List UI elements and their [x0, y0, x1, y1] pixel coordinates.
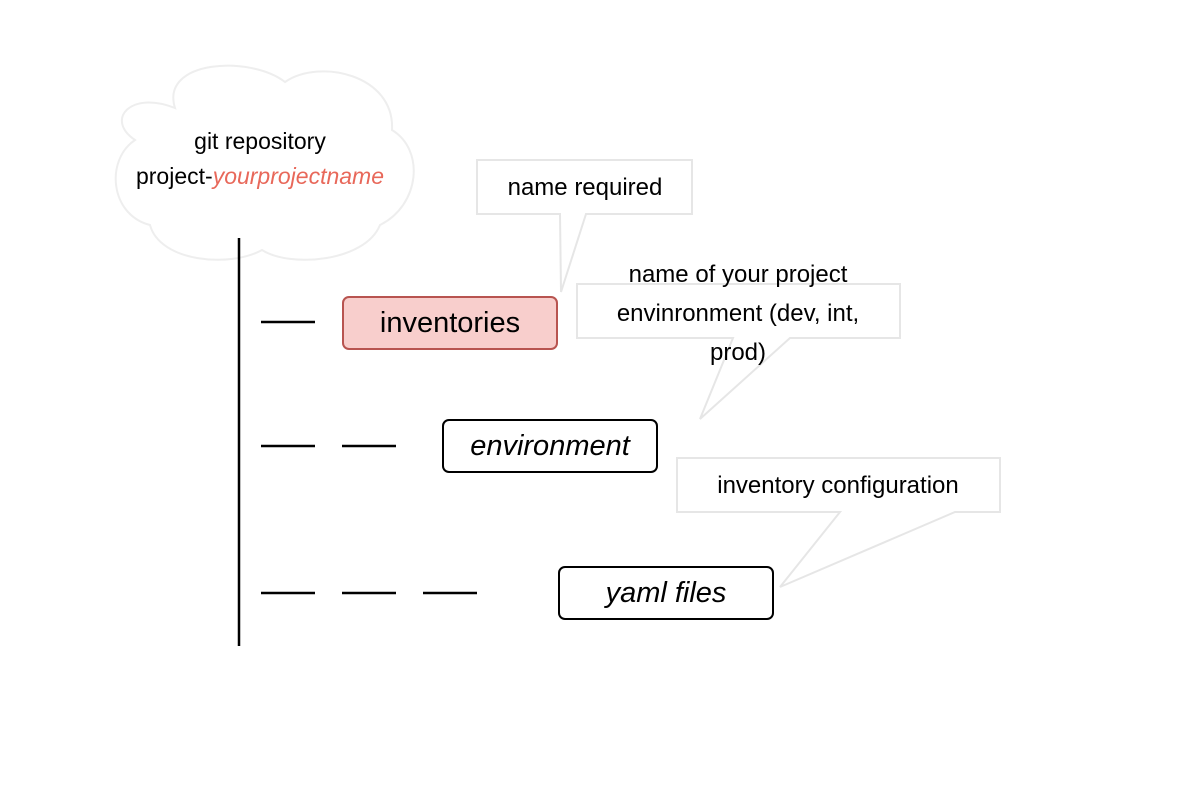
node-environment-label: environment	[470, 429, 630, 462]
repository-project-name: yourprojectname	[212, 163, 384, 189]
callout-env-line3: prod)	[709, 339, 767, 366]
node-environment: environment	[442, 419, 658, 473]
node-yaml-files-label: yaml files	[605, 576, 727, 609]
repository-prefix: project-	[135, 163, 213, 189]
callout-name-required-text: name required	[507, 174, 663, 201]
node-inventories: inventories	[342, 296, 558, 350]
callout-inventory-shape	[676, 457, 1001, 588]
callout-name-required-shape	[476, 159, 693, 293]
repository-label: git repository project-yourprojectname	[100, 124, 420, 194]
callout-inventory-text: inventory configuration	[717, 472, 959, 499]
callout-environment-shape	[576, 283, 901, 420]
repository-line2: project-yourprojectname	[100, 159, 420, 194]
cloud-shape	[114, 64, 415, 261]
callout-environment-text: name of your project envinronment (dev, …	[578, 255, 898, 372]
callout-env-line1: name of your project	[628, 261, 848, 288]
repository-line1: git repository	[194, 128, 326, 154]
node-inventories-label: inventories	[379, 306, 521, 339]
callout-env-line2: envinronment (dev, int,	[616, 300, 860, 327]
node-yaml-files: yaml files	[558, 566, 774, 620]
